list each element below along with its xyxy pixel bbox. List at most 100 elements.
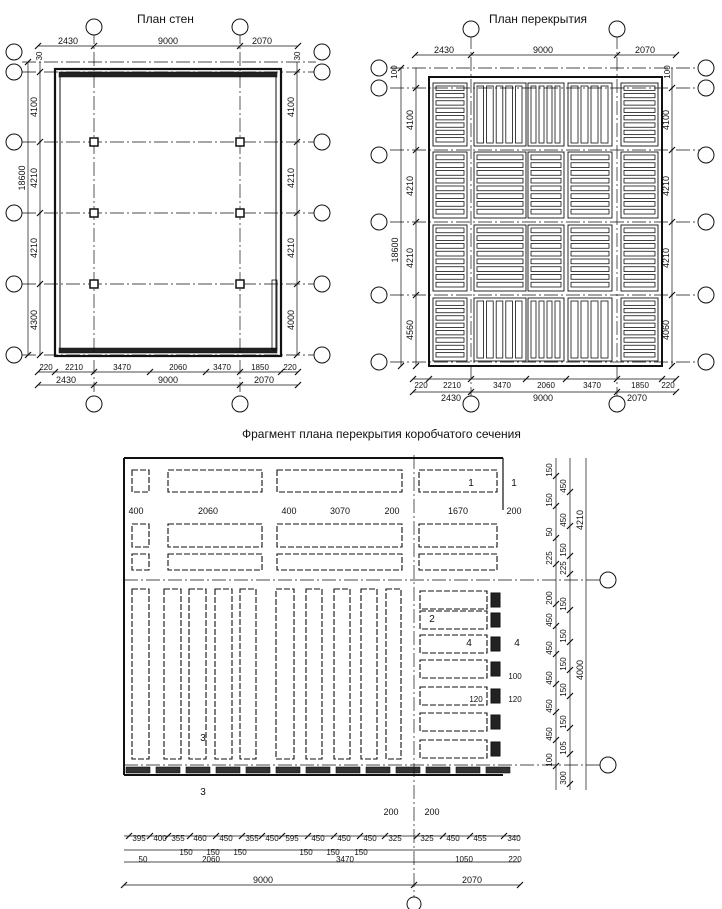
outer-wall [53,67,283,358]
rib-void [435,193,465,199]
dimension-label: 30 [293,51,302,60]
axis-bubble [608,20,626,38]
dimension-label: 2060 [202,855,220,864]
dim-tick [566,522,574,530]
rib-void [554,300,561,359]
edge-rib-hatch [490,741,501,757]
dim-tick [236,368,244,376]
dimension-label: 4210 [405,176,415,196]
rib-void [435,162,465,168]
slab-bay [432,224,468,292]
dimension-label: 30 [35,51,44,60]
rib-void [476,208,524,215]
dimension-label: 220 [414,381,428,390]
dim-tick [294,368,302,376]
rib-void [495,85,504,144]
rib-void [435,243,465,249]
dimension-label: 225 [545,551,554,565]
dimension-label: 4210 [286,168,296,188]
void-box [276,469,403,493]
slab-bay [620,82,659,147]
rib-void [435,281,465,288]
dim-tick [34,381,42,389]
dimension-label: 3470 [113,363,131,372]
rib-void [623,92,656,99]
rib-void [623,274,656,280]
rib-void [435,274,465,280]
dimension-label: 150 [559,597,568,611]
dimension-label: 105 [559,741,568,755]
axis-bubble [406,896,422,909]
axis-bubble [5,43,23,61]
rib-void [623,85,656,91]
axis-bubble [85,18,103,36]
void-box [276,553,403,571]
rib-void [623,281,656,288]
rib-void [505,300,513,359]
rib-void [623,193,656,199]
void-box [131,553,150,571]
dimension-label: 2070 [254,375,274,385]
void-box [167,469,263,493]
slab-bay [527,151,565,219]
dim-tick [566,570,574,578]
rib-void [623,129,656,136]
void-box [305,588,323,760]
dim-tick [412,84,420,92]
void-box [167,553,263,571]
dim-tick [36,280,44,288]
rib-void [515,85,523,144]
edge-hatch [155,766,181,774]
axis-bubble [5,63,23,81]
axis-bubble [370,353,388,371]
dim-tick [258,832,266,840]
slab-bay [432,151,468,219]
edge-hatch [425,766,451,774]
dim-tick [425,375,433,383]
axis-bubble [313,275,331,293]
dim-tick [552,650,560,658]
dimension-label: 460 [193,834,207,843]
dimension-label: 100 [545,753,554,767]
dimension-label: 450 [446,834,460,843]
dimension-label: 200 [545,591,554,605]
edge-hatch [305,766,331,774]
dimension-label: 9000 [533,45,553,55]
slab-bay [620,297,659,362]
edge-hatch [485,766,511,774]
rib-void [580,85,589,144]
dimension-label: 4560 [405,320,415,340]
rib-void [435,177,465,184]
axis-bubble [313,43,331,61]
rib-void [476,281,524,288]
edge-rib-hatch [490,688,501,704]
void-box [275,588,295,760]
rib-void [530,208,562,215]
rib-void [530,85,537,144]
axis-bubble [231,395,249,413]
dim-tick [552,560,560,568]
rib-void [486,300,494,359]
dimension-label: 2070 [635,45,655,55]
dim-tick [658,375,666,383]
dimension-label: 4210 [29,168,39,188]
rib-void [476,193,524,199]
column [235,208,245,218]
dim-tick [330,832,338,840]
rib-void [435,307,465,314]
rib-void [435,85,465,91]
rib-void [476,162,524,168]
rib-void [570,162,610,168]
dimension-label: 200 [424,807,439,817]
rib-void [570,170,610,176]
rib-void [505,85,513,144]
dimension-label: 150 [559,683,568,697]
rib-void [580,300,589,359]
dim-tick [672,51,680,59]
fragment-title: Фрагмент плана перекрытия коробчатого се… [242,427,521,441]
dim-tick [566,552,574,560]
axis-bubble [370,286,388,304]
